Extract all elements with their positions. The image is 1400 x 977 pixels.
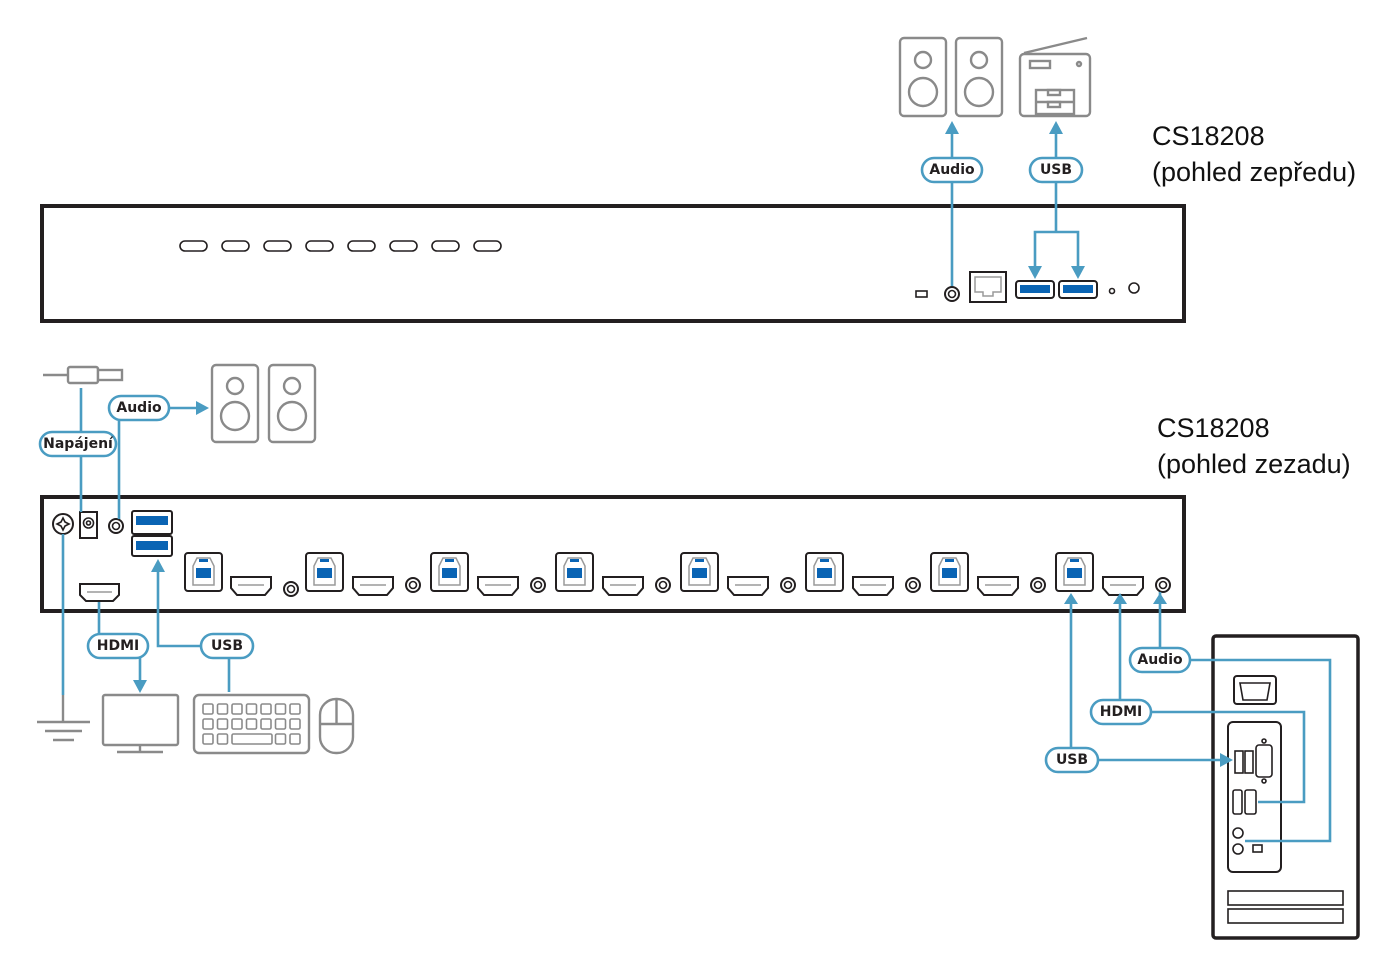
audio-jack — [655, 577, 671, 593]
front-audio-jack — [944, 286, 960, 302]
svg-text:USB: USB — [211, 638, 243, 654]
usb-b-port — [305, 552, 344, 592]
kvm-rear-chassis — [40, 495, 1186, 613]
port-button-2[interactable] — [221, 240, 250, 252]
front-model-title: CS18208 — [1152, 121, 1265, 151]
svg-text:Audio: Audio — [1137, 652, 1183, 668]
hdmi-port — [977, 576, 1019, 596]
port-button-5[interactable] — [347, 240, 376, 252]
usb-b-port — [1055, 552, 1094, 592]
svg-text:USB: USB — [1040, 162, 1072, 178]
audio-jack — [1155, 577, 1171, 593]
svg-text:HDMI: HDMI — [1100, 704, 1142, 720]
speakers-rear-icon — [210, 363, 317, 444]
pc-hdmi-label: HDMI — [1089, 698, 1153, 726]
speakers-front-icon — [898, 36, 1004, 118]
port-button-1[interactable] — [179, 240, 208, 252]
console-usb-label: USB — [199, 632, 255, 660]
led-indicator — [1108, 287, 1116, 295]
lan-port — [969, 271, 1007, 303]
printer-icon — [1018, 36, 1092, 118]
reset-button[interactable] — [1128, 282, 1140, 294]
computer-tower-icon — [1211, 634, 1360, 940]
ground-symbol-icon — [37, 695, 90, 742]
pc-usb-label: USB — [1044, 746, 1100, 774]
port-selection-buttons — [179, 240, 502, 252]
computer-port-group-3 — [430, 552, 546, 596]
hdmi-port — [1102, 576, 1144, 596]
usb-b-port — [555, 552, 594, 592]
computer-port-group-6 — [805, 552, 921, 596]
computer-port-group-7 — [930, 552, 1046, 596]
audio-jack — [405, 577, 421, 593]
audio-jack — [1030, 577, 1046, 593]
computer-port-group-1 — [184, 552, 299, 597]
svg-text:HDMI: HDMI — [97, 638, 139, 654]
ground-screw — [52, 513, 74, 535]
pc-usb-wire — [1064, 593, 1233, 767]
pc-audio-label: Audio — [1128, 646, 1192, 674]
computer-port-group-4 — [555, 552, 671, 596]
port-button-7[interactable] — [431, 240, 460, 252]
svg-text:Napájení: Napájení — [43, 436, 114, 452]
monitor-icon — [101, 693, 180, 754]
mode-switch[interactable] — [915, 290, 928, 298]
console-hdmi-label: HDMI — [86, 632, 150, 660]
power-label: Napájení — [38, 430, 118, 458]
pc-audio-wire — [1153, 592, 1332, 843]
computer-port-group-8 — [1055, 552, 1171, 596]
computer-port-group-2 — [305, 552, 421, 596]
audio-jack — [283, 581, 299, 597]
hdmi-port — [602, 576, 644, 596]
rear-view-title: (pohled zezadu) — [1157, 449, 1351, 479]
computer-port-group-5 — [680, 552, 796, 596]
svg-text:Audio: Audio — [929, 162, 975, 178]
usb-b-port — [430, 552, 469, 592]
power-jack — [79, 511, 98, 539]
computer-port-groups — [184, 552, 1171, 597]
port-button-3[interactable] — [263, 240, 292, 252]
rear-console-usb-ports — [131, 510, 173, 557]
port-button-6[interactable] — [389, 240, 418, 252]
hdmi-port — [352, 576, 394, 596]
front-audio-label: Audio — [920, 156, 984, 184]
rear-console-hdmi-port — [79, 583, 120, 602]
rear-model-title: CS18208 — [1157, 413, 1270, 443]
hdmi-port — [230, 576, 272, 596]
svg-text:USB: USB — [1056, 752, 1088, 768]
rear-console-audio-jack — [108, 518, 124, 534]
audio-jack — [905, 577, 921, 593]
port-button-8[interactable] — [473, 240, 502, 252]
front-usb-label: USB — [1028, 156, 1084, 184]
front-usb-ports — [1015, 280, 1098, 299]
pc-hdmi-wire — [1113, 593, 1306, 804]
power-plug-icon — [43, 365, 124, 385]
hdmi-port — [852, 576, 894, 596]
usb-b-port — [184, 552, 223, 592]
front-view-title: (pohled zepředu) — [1152, 157, 1356, 187]
hdmi-port — [727, 576, 769, 596]
keyboard-icon — [192, 693, 311, 755]
hdmi-port — [477, 576, 519, 596]
usb-b-port — [805, 552, 844, 592]
front-usb-wire — [1028, 121, 1085, 279]
audio-jack — [530, 577, 546, 593]
usb-b-port — [930, 552, 969, 592]
usb-b-port — [680, 552, 719, 592]
rear-audio-label: Audio — [107, 394, 171, 422]
port-button-4[interactable] — [305, 240, 334, 252]
front-audio-wire — [945, 121, 959, 286]
svg-text:Audio: Audio — [116, 400, 162, 416]
audio-jack — [780, 577, 796, 593]
mouse-icon — [318, 697, 355, 755]
kvm-front-chassis — [40, 204, 1186, 323]
